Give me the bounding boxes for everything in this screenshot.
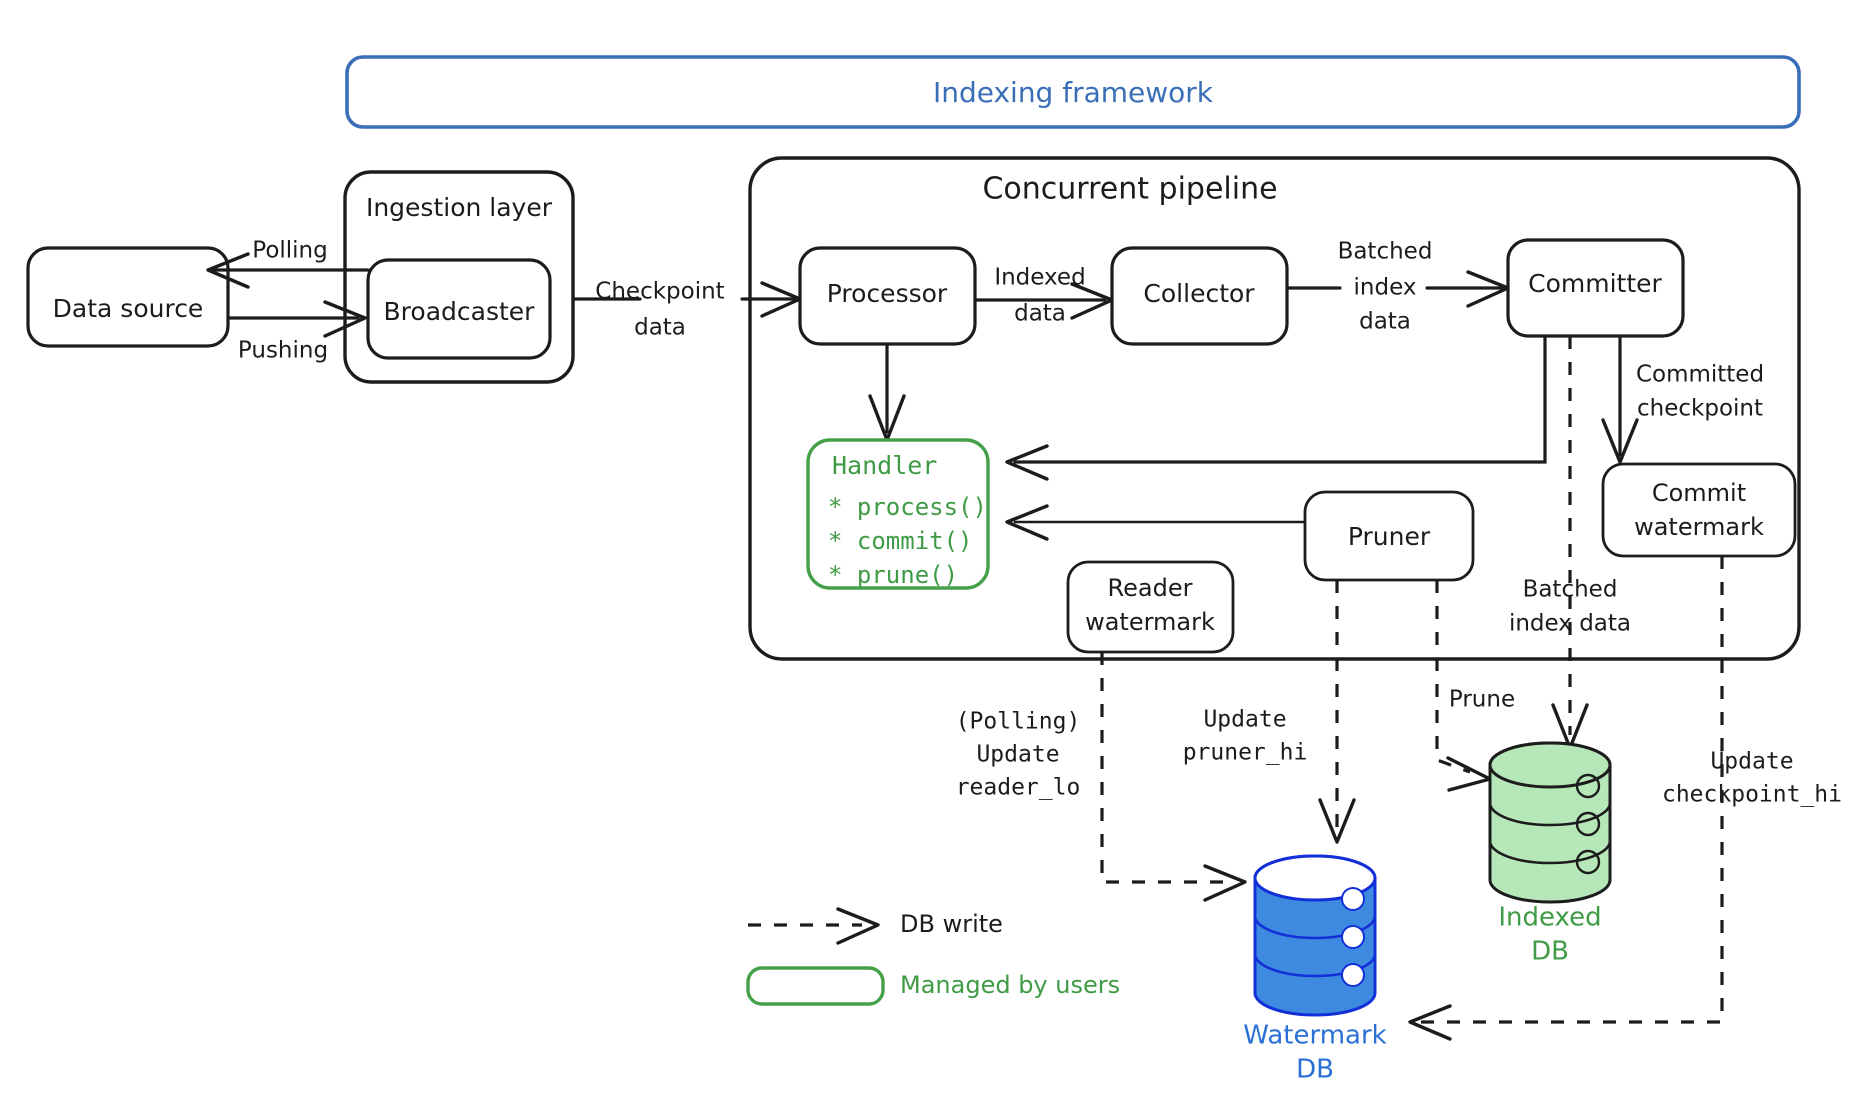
edge-pruner-hi-line1: Update — [1203, 707, 1286, 733]
indexed-db-divider-2 — [1488, 840, 1612, 865]
commit-watermark-line1: Commit — [1652, 479, 1746, 507]
edge-checkpoint-data-line1: Checkpoint — [595, 279, 724, 305]
edge-update-reader-lo: (Polling) Update reader_lo — [956, 652, 1247, 902]
committer-label: Committer — [1528, 269, 1662, 298]
legend-managed-by-users: Managed by users — [746, 966, 1120, 1006]
data-source-label: Data source — [53, 294, 204, 323]
ingestion-layer-rect — [343, 170, 575, 384]
handler-method-prune: * prune() — [828, 561, 958, 589]
edge-pruner-to-handler — [1005, 504, 1307, 541]
indexed-db-label-line1: Indexed — [1498, 903, 1601, 933]
edge-polling-label: Polling — [252, 238, 327, 264]
legend-db-write: DB write — [748, 907, 1003, 945]
reader-watermark-line2: watermark — [1085, 608, 1215, 636]
indexed-db-label-line2: DB — [1531, 937, 1569, 967]
watermark-db-label-line1: Watermark — [1243, 1021, 1386, 1051]
node-collector[interactable]: Collector — [1110, 246, 1289, 346]
legend-managed-label: Managed by users — [900, 971, 1120, 999]
commit-watermark-rect[interactable] — [1601, 462, 1797, 558]
edge-reader-lo-line1: (Polling) — [956, 709, 1081, 735]
edge-update-pruner-hi: Update pruner_hi — [1183, 580, 1356, 844]
indexed-db-dot-3 — [1575, 849, 1601, 875]
edge-batched-index-data: Batched index data — [1285, 239, 1510, 335]
edge-polling: Polling — [206, 238, 370, 289]
handler-rect[interactable] — [806, 438, 990, 590]
legend-managed-swatch — [746, 966, 885, 1006]
node-broadcaster[interactable]: Broadcaster — [366, 258, 552, 360]
edge-pruner-hi-line2: pruner_hi — [1183, 740, 1308, 766]
watermark-db-label-line2: DB — [1296, 1055, 1334, 1085]
concurrent-pipeline-label: Concurrent pipeline — [982, 172, 1277, 207]
node-committer[interactable]: Committer — [1506, 238, 1685, 338]
edge-committer-to-handler — [1005, 334, 1547, 481]
node-commit-watermark[interactable]: Commit watermark — [1601, 462, 1797, 558]
edge-checkpoint-data-line2: data — [634, 315, 686, 341]
edge-reader-lo-line2: Update — [976, 742, 1059, 768]
ingestion-layer-label: Ingestion layer — [366, 193, 553, 222]
reader-watermark-rect[interactable] — [1066, 560, 1235, 654]
broadcaster-rect[interactable] — [366, 258, 552, 360]
edge-processor-to-handler — [868, 342, 906, 442]
data-source-rect[interactable] — [26, 246, 230, 348]
edge-indexed-data: Indexed data — [973, 265, 1114, 327]
edge-reader-lo-line3: reader_lo — [956, 775, 1081, 801]
edge-update-checkpoint-hi: Update checkpoint_hi — [1408, 556, 1842, 1041]
processor-label: Processor — [827, 279, 948, 308]
watermark-db-top — [1253, 854, 1377, 902]
edge-checkpoint-data: Checkpoint data — [571, 279, 802, 341]
edge-checkpoint-hi-line1: Update — [1710, 749, 1793, 775]
watermark-db-dot-3 — [1341, 963, 1365, 987]
collector-label: Collector — [1143, 279, 1255, 308]
reader-watermark-line1: Reader — [1108, 574, 1193, 602]
pruner-label: Pruner — [1348, 522, 1431, 551]
handler-title: Handler — [832, 451, 937, 480]
edge-batched-index-db-line2: index data — [1509, 611, 1631, 637]
committer-rect[interactable] — [1506, 238, 1685, 338]
indexing-framework-box: Indexing framework — [345, 55, 1801, 129]
watermark-db-divider-1 — [1253, 915, 1377, 940]
watermark-db-dot-1 — [1341, 887, 1365, 911]
indexing-framework-label: Indexing framework — [933, 76, 1214, 109]
indexed-db-divider-1 — [1488, 802, 1612, 827]
ingestion-layer-group: Ingestion layer — [343, 170, 575, 384]
edge-prune-label: Prune — [1449, 687, 1515, 713]
edge-batched-index-db-line1: Batched — [1523, 577, 1618, 603]
indexed-db-dot-2 — [1575, 811, 1601, 837]
handler-method-commit: * commit() — [828, 527, 973, 555]
watermark-db-dot-2 — [1341, 925, 1365, 949]
commit-watermark-line2: watermark — [1634, 513, 1764, 541]
collector-rect[interactable] — [1110, 246, 1289, 346]
node-handler[interactable]: Handler * process() * commit() * prune() — [806, 438, 990, 590]
node-processor[interactable]: Processor — [798, 246, 977, 346]
legend: DB write Managed by users — [746, 907, 1120, 1006]
database-indexed-db[interactable]: Indexed DB — [1488, 741, 1612, 967]
edge-committed-checkpoint-line2: checkpoint — [1637, 396, 1763, 422]
concurrent-pipeline-rect — [748, 156, 1801, 661]
concurrent-pipeline-group: Concurrent pipeline — [748, 156, 1801, 661]
edge-checkpoint-hi-line2: checkpoint_hi — [1662, 782, 1842, 808]
edge-committed-checkpoint: Committed checkpoint — [1601, 334, 1764, 464]
node-reader-watermark[interactable]: Reader watermark — [1066, 560, 1235, 654]
legend-db-write-label: DB write — [900, 910, 1003, 938]
edge-pushing: Pushing — [226, 300, 367, 364]
broadcaster-label: Broadcaster — [384, 297, 536, 326]
indexed-db-top — [1488, 741, 1612, 789]
edge-batched-index-line3: data — [1359, 309, 1411, 335]
database-watermark-db[interactable]: Watermark DB — [1243, 854, 1387, 1085]
edge-committed-checkpoint-line1: Committed — [1636, 362, 1764, 388]
edge-indexed-data-line2: data — [1014, 301, 1066, 327]
handler-method-process: * process() — [828, 493, 987, 521]
edge-batched-index-line1: Batched — [1338, 239, 1433, 265]
node-pruner[interactable]: Pruner — [1303, 490, 1475, 582]
watermark-db-divider-2 — [1253, 953, 1377, 978]
edge-pushing-label: Pushing — [238, 338, 328, 364]
edge-batched-index-line2: index — [1354, 275, 1417, 301]
indexing-framework-rect — [345, 55, 1801, 129]
pruner-rect[interactable] — [1303, 490, 1475, 582]
node-data-source[interactable]: Data source — [26, 246, 230, 348]
edge-indexed-data-line1: Indexed — [994, 265, 1085, 291]
indexed-db-dot-1 — [1575, 773, 1601, 799]
